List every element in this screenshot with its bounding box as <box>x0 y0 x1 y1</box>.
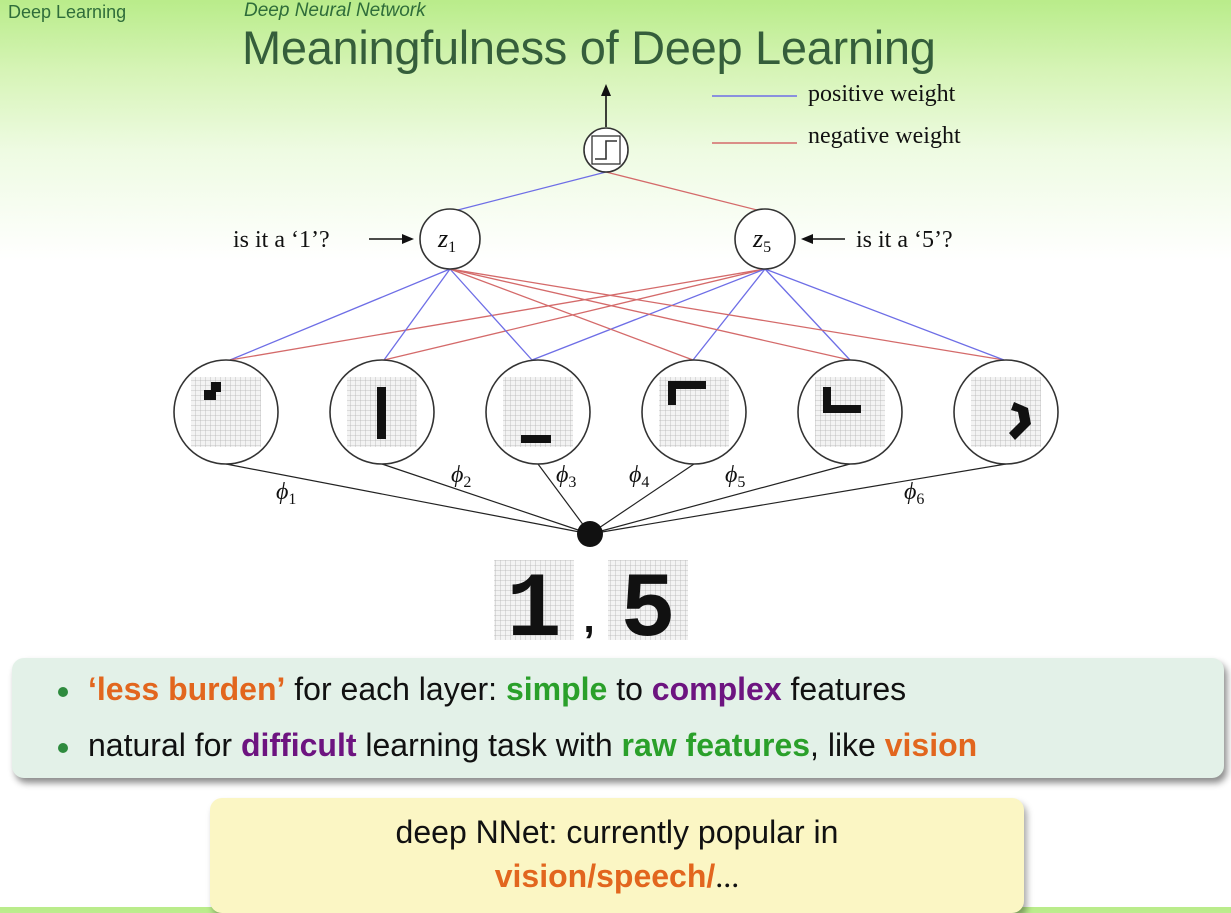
bullet-2-part-6: vision <box>884 727 978 763</box>
bullet-1-part-5: complex <box>651 671 782 707</box>
section-title: Deep Neural Network <box>244 0 426 21</box>
note-line-2: vision/speech/... <box>210 858 1024 895</box>
bullet-dot <box>58 687 68 697</box>
edge-z1-phi5 <box>449 268 851 361</box>
output-arrow-head <box>601 84 611 96</box>
pixel-bottom-corner-icon <box>823 387 861 413</box>
feature-neuron-phi5 <box>797 359 903 465</box>
question-z1-arrow-head <box>402 234 414 244</box>
edge-z1-phi1 <box>229 268 451 361</box>
bullet-2-text: natural for difficult learning task with… <box>88 727 977 763</box>
bullet-1-part-6: features <box>781 671 907 707</box>
edge-z5-phi5 <box>764 268 851 361</box>
step-function-icon <box>591 135 621 165</box>
bullet-1-part-4: to <box>607 671 652 707</box>
slide-title: Meaningfulness of Deep Learning <box>242 21 936 74</box>
feature-neuron-phi2 <box>329 359 435 465</box>
phi-label-2: ϕ2 <box>451 462 471 491</box>
legend-positive-label: positive weight <box>808 81 956 107</box>
question-z5-arrow-head <box>801 234 813 244</box>
note-line-1: deep NNet: currently popular in <box>395 814 839 850</box>
feature-neuron-phi4 <box>641 359 747 465</box>
feature-neuron-phi3 <box>485 359 591 465</box>
edge-out-z1 <box>449 171 607 213</box>
pixel-vertical-bar-icon <box>377 387 386 439</box>
edge-z5-phi2 <box>383 268 766 361</box>
hidden-neuron-z5 <box>734 208 796 270</box>
bullet-1-text: ‘less burden’ for each layer: simple to … <box>88 671 906 707</box>
hidden-neuron-z1 <box>419 208 481 270</box>
highlight-note: deep NNet: currently popular in vision/s… <box>210 798 1024 913</box>
phi-label-1: ϕ1 <box>276 479 296 508</box>
phi-label-3: ϕ3 <box>556 462 576 491</box>
note-ellipsis: ... <box>715 858 740 894</box>
feature-neuron-phi6 <box>953 359 1059 465</box>
pixel-curve-icon <box>1009 402 1031 440</box>
digit-1-grid <box>494 560 574 640</box>
edge-z1-phi6 <box>449 268 1005 361</box>
pixel-bottom-bar-icon <box>521 435 551 443</box>
digit-separator: , <box>583 597 594 641</box>
bullet-2-part-5: , like <box>810 727 885 763</box>
course-title: Deep Learning <box>8 2 127 22</box>
input-point <box>577 521 603 547</box>
bullet-dot <box>58 743 68 753</box>
edge-z1-phi3 <box>449 268 533 361</box>
bullet-2-part-2: difficult <box>240 727 357 763</box>
edge-out-z5 <box>605 171 766 213</box>
hidden-neuron-z1-label: z1 <box>437 224 456 256</box>
input-feature-edges <box>225 463 1007 535</box>
bullet-natural-for-difficult: natural for difficult learning task with… <box>58 727 977 764</box>
phi-label-4: ϕ4 <box>629 462 649 491</box>
hidden-neuron-z5-label: z5 <box>752 224 771 256</box>
bullet-less-burden: ‘less burden’ for each layer: simple to … <box>58 671 906 708</box>
pixel-stroke-tick-icon <box>204 382 221 400</box>
question-z1: is it a ‘1’? <box>233 227 330 253</box>
bullet-1-part-1: ‘less burden’ <box>88 671 286 707</box>
question-z5: is it a ‘5’? <box>856 227 953 253</box>
neural-network-diagram: positive weight negative weight z1 z5 is… <box>173 81 1059 660</box>
bullet-1-part-2: for each layer: <box>285 671 506 707</box>
digit-5-grid <box>608 560 688 640</box>
bullet-2-part-4: raw features <box>621 727 811 763</box>
feature-neuron-phi1 <box>173 359 279 465</box>
bullet-2-part-1: natural for <box>88 727 241 763</box>
bullet-1-part-3: simple <box>505 671 608 707</box>
phi-label-5: ϕ5 <box>725 462 745 491</box>
edge-z1-phi4 <box>449 268 694 361</box>
bullet-2-part-3: learning task with <box>356 727 622 763</box>
key-points-box: ‘less burden’ for each layer: simple to … <box>12 658 1224 778</box>
edge-z5-phi1 <box>229 268 766 361</box>
legend-negative-label: negative weight <box>808 123 961 149</box>
pixel-top-corner-icon <box>668 381 706 405</box>
hidden-feature-edges <box>229 268 1005 361</box>
note-highlight: vision/speech/ <box>494 858 716 894</box>
digit-5: 5 <box>620 558 675 660</box>
phi-label-6: ϕ6 <box>904 479 924 508</box>
digit-1: 1 <box>506 558 561 660</box>
edge-z5-phi6 <box>764 268 1005 361</box>
edge-z1-phi2 <box>383 268 451 361</box>
